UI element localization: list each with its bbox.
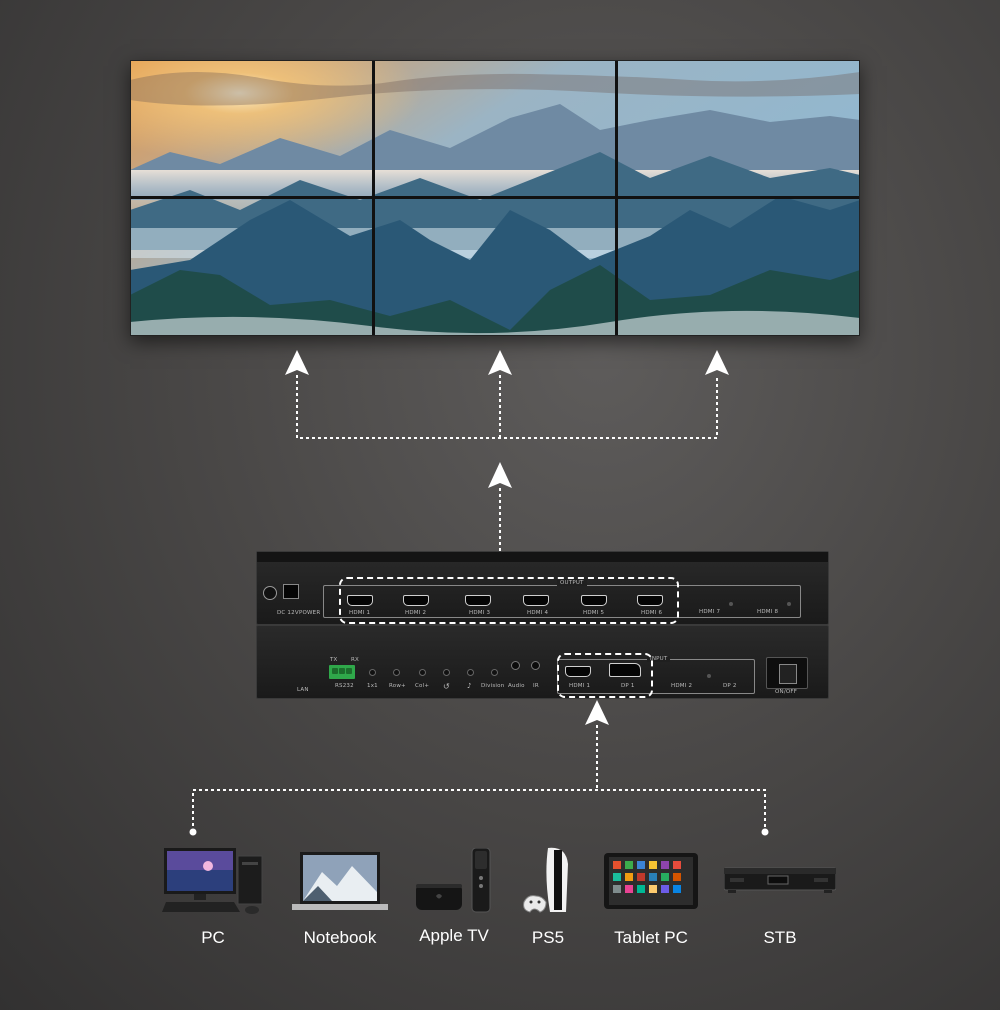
rs232-tx-label: TX	[330, 657, 338, 663]
input-label-dp2: DP 2	[723, 683, 737, 689]
output-label-5: HDMI 5	[583, 610, 605, 616]
button-audio-switch[interactable]	[467, 669, 474, 676]
bus-end-dot-left	[189, 828, 197, 836]
button-reset[interactable]	[443, 669, 450, 676]
sources-bus-line	[192, 789, 766, 832]
power-voltage-label: DC 12V	[277, 610, 299, 616]
device-rear-top-panel: DC 12V POWER OUTPUT HDMI 1 HDMI 2 HDMI 3…	[256, 551, 829, 625]
tablet-icon	[604, 853, 698, 909]
input-label-hdmi2: HDMI 2	[671, 683, 693, 689]
reset-icon: ↺	[443, 682, 450, 691]
dp-input-port-1[interactable]	[609, 663, 641, 677]
output-split-line	[296, 375, 718, 439]
apple-tv-icon	[416, 848, 491, 913]
rs232-rx-label: RX	[351, 657, 359, 663]
power-switch[interactable]	[766, 657, 808, 689]
game-console-icon	[523, 847, 568, 913]
music-note-icon: ♪	[467, 682, 472, 690]
output-label-3: HDMI 3	[469, 610, 491, 616]
hdmi-output-port-2[interactable]	[403, 595, 429, 606]
source-label-stb: STB	[763, 928, 797, 947]
hdmi-input-port-1[interactable]	[565, 666, 591, 677]
arrow-up-left-icon	[285, 350, 309, 375]
hdmi-output-port-1[interactable]	[347, 595, 373, 606]
set-top-box-icon	[724, 867, 836, 893]
button-label-1x1: 1x1	[367, 683, 378, 689]
power-switch-label: ON/OFF	[775, 689, 798, 695]
source-label-notebook: Notebook	[303, 928, 377, 947]
button-col-plus[interactable]	[419, 669, 426, 676]
power-label: POWER	[299, 610, 321, 616]
hdmi-output-port-4[interactable]	[523, 595, 549, 606]
screw-icon	[729, 602, 733, 606]
rs232-label: RS232	[335, 683, 354, 689]
button-row-plus[interactable]	[393, 669, 400, 676]
audio-label: Audio	[508, 683, 525, 689]
output-label-4: HDMI 4	[527, 610, 549, 616]
arrow-up-right-icon	[705, 350, 729, 375]
screw-icon	[707, 674, 711, 678]
arrow-up-input-icon	[585, 700, 609, 725]
input-title: INPUT	[647, 656, 671, 662]
output-highlight-box	[339, 577, 679, 624]
button-label-col: Col+	[415, 683, 430, 689]
bus-end-dot-right	[761, 828, 769, 836]
ground-screw-icon	[263, 586, 277, 600]
audio-jack[interactable]	[511, 661, 520, 670]
button-label-division: Division	[481, 683, 505, 689]
output-label-2: HDMI 2	[405, 610, 427, 616]
video-wall-landscape	[130, 60, 860, 336]
input-highlight-box	[557, 653, 653, 698]
ir-label: IR	[533, 683, 539, 689]
output-label-7: HDMI 7	[699, 609, 721, 615]
device-rear-bottom-panel: LAN TX RX RS232 1x1 Row+ Col+ ↺ ♪ Divisi…	[256, 625, 829, 699]
laptop-icon	[292, 852, 388, 910]
desktop-pc-icon	[162, 848, 263, 914]
hdmi-output-port-6[interactable]	[637, 595, 663, 606]
source-label-ps5: PS5	[531, 928, 565, 947]
ir-jack[interactable]	[531, 661, 540, 670]
arrow-up-center-icon	[488, 350, 512, 375]
hdmi-output-port-5[interactable]	[581, 595, 607, 606]
hdmi-output-port-3[interactable]	[465, 595, 491, 606]
input-label-dp1: DP 1	[621, 683, 635, 689]
chassis-top-edge	[257, 552, 828, 562]
dc-power-jack[interactable]	[283, 584, 299, 599]
lan-label: LAN	[297, 687, 309, 693]
screw-icon	[787, 602, 791, 606]
arrow-up-output-icon	[488, 462, 512, 488]
output-label-8: HDMI 8	[757, 609, 779, 615]
video-wall	[130, 60, 860, 336]
output-title: OUTPUT	[557, 580, 587, 586]
output-label-6: HDMI 6	[641, 610, 663, 616]
button-division[interactable]	[491, 669, 498, 676]
rs232-terminal-block[interactable]	[329, 665, 355, 679]
source-label-pc: PC	[201, 928, 225, 947]
button-label-row: Row+	[389, 683, 406, 689]
source-label-apple-tv: Apple TV	[419, 926, 489, 945]
button-1x1[interactable]	[369, 669, 376, 676]
source-label-tablet-pc: Tablet PC	[614, 928, 688, 947]
input-label-hdmi1: HDMI 1	[569, 683, 591, 689]
output-label-1: HDMI 1	[349, 610, 371, 616]
